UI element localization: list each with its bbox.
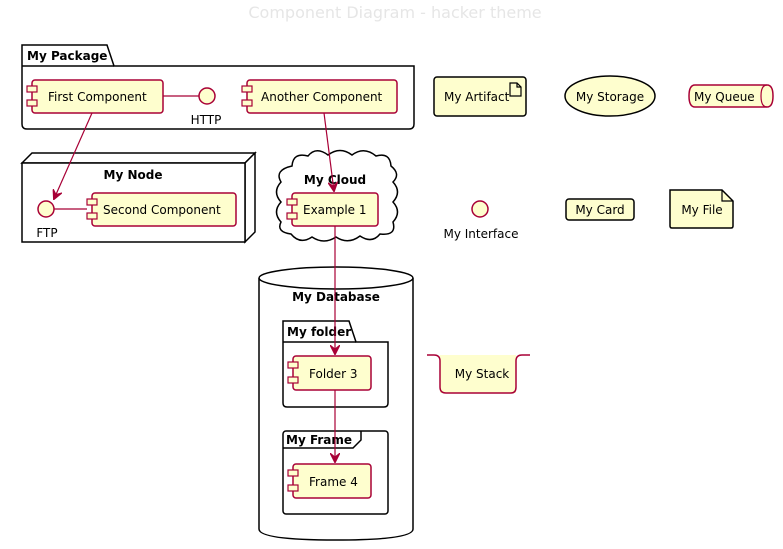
folder-label: My folder bbox=[287, 325, 351, 339]
artifact-label: My Artifact bbox=[444, 90, 510, 104]
card-label: My Card bbox=[575, 203, 624, 217]
storage-my-storage[interactable]: My Storage bbox=[564, 75, 656, 117]
storage-label: My Storage bbox=[576, 90, 644, 104]
interface-my-interface[interactable]: My Interface bbox=[444, 200, 519, 241]
interface-http[interactable]: HTTP bbox=[191, 87, 222, 127]
component-folder3[interactable]: Folder 3 bbox=[287, 355, 372, 391]
component-example1[interactable]: Example 1 bbox=[286, 192, 379, 227]
arrow-first-to-ftp bbox=[54, 112, 93, 199]
component-first-label: First Component bbox=[48, 90, 147, 104]
stack-label: My Stack bbox=[455, 367, 510, 381]
component-frame4-label: Frame 4 bbox=[309, 475, 358, 489]
component-another-label: Another Component bbox=[261, 90, 383, 104]
interface-http-label: HTTP bbox=[191, 113, 222, 127]
frame-label: My Frame bbox=[286, 433, 352, 447]
artifact-my-artifact[interactable]: My Artifact bbox=[433, 76, 527, 117]
file-label: My File bbox=[681, 203, 722, 217]
database-label: My Database bbox=[292, 290, 380, 304]
stack-my-stack[interactable]: My Stack bbox=[427, 354, 530, 394]
component-frame4[interactable]: Frame 4 bbox=[287, 463, 372, 499]
component-another[interactable]: Another Component bbox=[241, 79, 398, 114]
component-example1-label: Example 1 bbox=[303, 203, 367, 217]
file-my-file[interactable]: My File bbox=[669, 189, 734, 229]
cloud-label: My Cloud bbox=[304, 173, 366, 187]
package-label: My Package bbox=[27, 49, 107, 63]
interface-ftp-label: FTP bbox=[36, 226, 57, 240]
component-first[interactable]: First Component bbox=[26, 79, 164, 114]
component-second[interactable]: Second Component bbox=[86, 192, 237, 227]
queue-my-queue[interactable]: My Queue bbox=[688, 84, 774, 108]
component-folder3-label: Folder 3 bbox=[309, 367, 358, 381]
diagram-title: Component Diagram - hacker theme bbox=[248, 3, 541, 22]
arrow-another-to-example1 bbox=[323, 112, 334, 191]
queue-label: My Queue bbox=[694, 90, 755, 104]
component-second-label: Second Component bbox=[103, 203, 221, 217]
interface-my-interface-label: My Interface bbox=[444, 227, 519, 241]
card-my-card[interactable]: My Card bbox=[565, 198, 635, 221]
node-label: My Node bbox=[104, 168, 163, 182]
